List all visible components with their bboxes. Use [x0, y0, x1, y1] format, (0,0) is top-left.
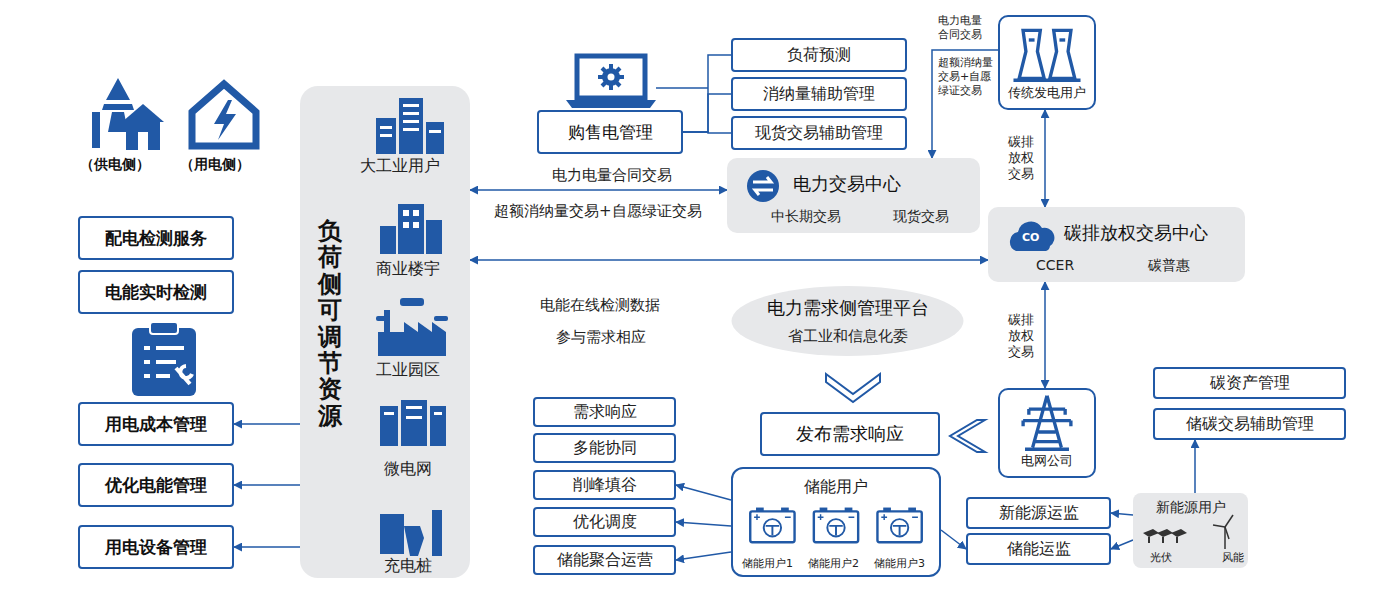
- edge-label: 碳排 放权 交易: [1008, 312, 1038, 360]
- connector: [234, 546, 300, 548]
- text-label: 储能用户2: [808, 556, 859, 571]
- node-text: 现货交易: [893, 208, 949, 226]
- connector: [932, 50, 998, 158]
- carbon-center-box: CO 碳排放权交易中心 CCER 碳普惠: [988, 207, 1245, 282]
- connector: [234, 484, 300, 486]
- connector: [676, 552, 731, 560]
- text-label: 充电桩: [384, 556, 432, 577]
- node-text: 负荷侧可调节资源: [318, 218, 342, 429]
- service-box: 优化电能管理: [78, 463, 234, 507]
- service-box: 用电设备管理: [78, 525, 234, 569]
- node-text: 省工业和信息化委: [730, 327, 965, 346]
- service-box: 用电成本管理: [78, 402, 234, 446]
- node-text: 削峰填谷: [573, 475, 637, 496]
- node-text: 中长期交易: [771, 208, 841, 226]
- node-text: 储碳交易辅助管理: [1186, 414, 1314, 435]
- function-box: 储碳交易辅助管理: [1153, 408, 1346, 440]
- node-text: 储能用户: [733, 477, 939, 498]
- connector: [470, 189, 727, 191]
- grid-company-box: 电网公司: [998, 388, 1096, 478]
- node-text: 电力需求侧管理平台: [730, 296, 965, 320]
- power-plant-box: 传统发电用户: [998, 15, 1096, 110]
- text-label: 工业园区: [376, 360, 440, 381]
- node-text: 现货交易辅助管理: [755, 123, 883, 144]
- node-text: 碳资产管理: [1210, 373, 1290, 394]
- node-text: 配电检测服务: [105, 227, 207, 250]
- function-box: 多能协同: [533, 433, 676, 463]
- connector: [683, 132, 731, 133]
- text-label: 超额消纳量交易+自愿绿证交易: [494, 202, 702, 221]
- function-box: 储能聚合运营: [533, 545, 676, 575]
- text-label: （供电侧）: [80, 156, 150, 174]
- connector: [1044, 282, 1046, 388]
- node-text: 用电成本管理: [105, 413, 207, 436]
- node-text: 消纳量辅助管理: [763, 84, 875, 105]
- text-label: 大工业用户: [360, 156, 440, 177]
- node-icon: [988, 207, 1245, 282]
- function-box: 储能运监: [966, 533, 1111, 565]
- node-text: 负荷预测: [787, 45, 851, 66]
- connector: [683, 55, 731, 132]
- node-text: 储能聚合运营: [557, 550, 653, 571]
- node-text: 新能源用户: [1133, 499, 1248, 517]
- process-box: 购售电管理: [537, 110, 683, 154]
- function-box: 消纳量辅助管理: [731, 77, 907, 111]
- text-label: 储能用户3: [874, 556, 925, 571]
- edge-label: 碳排 放权 交易: [1008, 134, 1038, 182]
- text-label: 参与需求相应: [556, 328, 646, 347]
- function-box: 削峰填谷: [533, 470, 676, 500]
- process-box: 发布需求响应: [760, 412, 940, 456]
- function-box: 碳资产管理: [1153, 367, 1346, 399]
- service-box: 电能实时检测: [78, 270, 234, 314]
- node-text: 碳排放权交易中心: [1064, 221, 1208, 245]
- node-text: 多能协同: [573, 438, 637, 459]
- node-text: 优化电能管理: [105, 474, 207, 497]
- node-text: 新能源运监: [999, 503, 1079, 524]
- node-text: 优化调度: [573, 512, 637, 533]
- connector: [676, 485, 731, 500]
- edge-label: 电力电量 合同交易: [938, 14, 990, 42]
- service-box: 配电检测服务: [78, 216, 234, 260]
- node-text: 购售电管理: [568, 121, 653, 144]
- connector: [1194, 440, 1196, 493]
- platform-ellipse: 电力需求侧管理平台省工业和信息化委: [730, 285, 965, 357]
- text-label: 风能: [1222, 550, 1244, 565]
- trading-center-box: 电力交易中心中长期交易 现货交易: [727, 158, 980, 233]
- connector: [1044, 110, 1046, 207]
- edge-label: 电力电量合同交易: [552, 166, 672, 185]
- connector: [470, 259, 988, 261]
- connector: [683, 94, 731, 132]
- text-label: 储能用户1: [742, 556, 793, 571]
- text-label: 光伏: [1150, 550, 1172, 565]
- node-text: CO: [1022, 231, 1039, 244]
- text-label: 商业楼宇: [376, 259, 440, 280]
- function-box: 负荷预测: [731, 38, 907, 72]
- node-text: CCER: [1036, 257, 1074, 273]
- node-text: 碳普惠: [1148, 257, 1190, 275]
- connector: [941, 530, 966, 549]
- connector: [234, 423, 300, 425]
- node-text: 用电设备管理: [105, 536, 207, 559]
- function-box: 需求响应: [533, 397, 676, 427]
- connector: [676, 522, 731, 526]
- node-text: 电网公司: [1000, 452, 1094, 470]
- node-icon: [730, 285, 965, 357]
- node-text: 需求响应: [573, 402, 637, 423]
- connector: [1111, 513, 1133, 515]
- function-box: 优化调度: [533, 507, 676, 537]
- text-label: （用电侧）: [180, 156, 250, 174]
- node-text: 发布需求响应: [796, 422, 904, 446]
- text-label: 微电网: [384, 459, 432, 480]
- text-label: 超额消纳量 交易+自愿 绿证交易: [938, 56, 994, 98]
- node-text: 传统发电用户: [1000, 84, 1094, 102]
- node-text: 储能运监: [1007, 539, 1071, 560]
- function-box: 现货交易辅助管理: [731, 116, 907, 150]
- node-text: 电力交易中心: [793, 172, 901, 196]
- function-box: 新能源运监: [966, 497, 1111, 529]
- connector: [1111, 540, 1133, 549]
- text-label: 电能在线检测数据: [540, 296, 660, 315]
- node-text: 电能实时检测: [105, 281, 207, 304]
